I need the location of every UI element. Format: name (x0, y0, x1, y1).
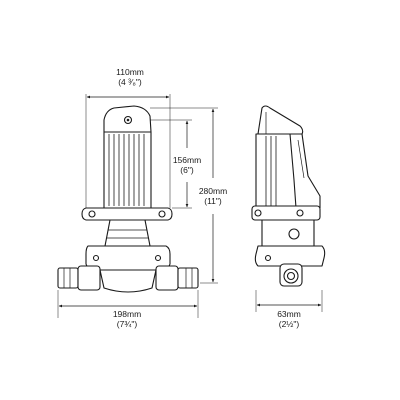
dim-base-width-label: 198mm (7¾") (103, 309, 151, 329)
flange-bolt-left (88, 210, 96, 218)
dim-top-width-metric: 110mm (116, 67, 144, 77)
dim-side-depth-imperial: (2½") (278, 319, 300, 329)
motor-body (103, 131, 152, 209)
dim-motor-height-imperial: (6") (180, 165, 194, 175)
side-flange-bolt (254, 209, 262, 217)
flange-bolt-right (158, 210, 166, 218)
motor-ribs (108, 134, 145, 206)
side-motor-ribs (265, 136, 277, 206)
spout-line (297, 139, 305, 179)
outlet-port-pipe (177, 267, 199, 289)
inlet-port-pipe (57, 267, 79, 289)
dim-motor-height-label: 156mm (6") (163, 155, 211, 175)
dim-top-width-label: 110mm (4 ³⁄₈") (106, 67, 154, 87)
dim-total-height-metric: 280mm (198, 186, 228, 196)
side-spout (289, 133, 321, 209)
side-top-cap (257, 105, 304, 135)
pump-neck (104, 219, 151, 247)
dim-base-width-metric: 198mm (112, 309, 142, 319)
housing-screw-left (92, 254, 100, 262)
housing-screw-right (154, 254, 162, 262)
side-port-bore (286, 271, 296, 281)
mounting-flange (81, 207, 173, 221)
outlet-port-nut (155, 265, 179, 291)
dim-side-depth-label: 63mm (2½") (265, 309, 313, 329)
dim-top-width-imperial: (4 ³⁄₈") (118, 77, 142, 87)
side-neck-boss (288, 228, 300, 240)
dim-total-height-label: 280mm (11") (189, 186, 237, 206)
side-flange (251, 205, 321, 221)
inlet-port-nut (77, 265, 101, 291)
side-view (251, 105, 326, 287)
side-housing-screw (264, 254, 272, 262)
front-view (57, 105, 199, 293)
dim-total-height-imperial: (11") (204, 196, 222, 206)
cap-screw-center (126, 118, 130, 122)
side-flange-bolt-2 (296, 209, 304, 217)
dim-base-width-imperial: (7¾") (116, 319, 138, 329)
pump-bowl (99, 269, 157, 293)
side-neck (261, 219, 315, 247)
dimension-lines-side (255, 290, 323, 312)
side-housing (254, 245, 326, 267)
dimension-lines-front (57, 94, 218, 318)
dim-side-depth-metric: 63mm (277, 309, 301, 319)
dim-motor-height-metric: 156mm (172, 155, 202, 165)
